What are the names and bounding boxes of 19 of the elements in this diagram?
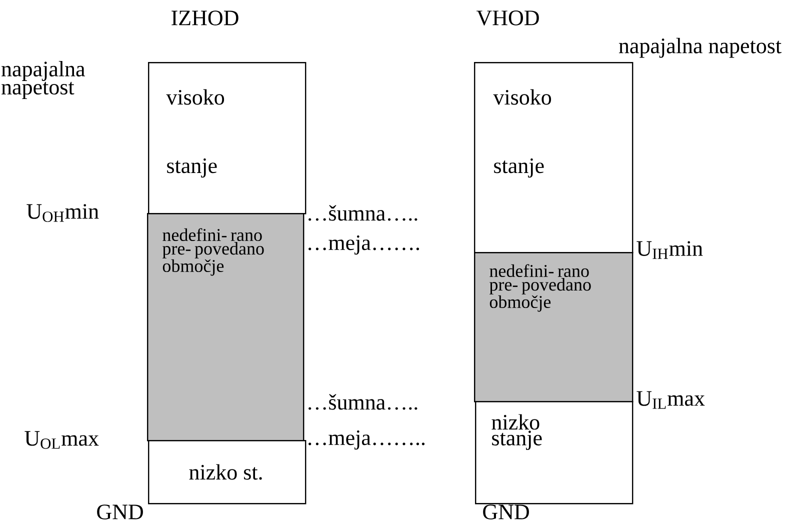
level-label: …meja……. (308, 235, 420, 255)
level-label: napajalna napetost (618, 38, 782, 58)
level-label: napajalna napetost (2, 61, 86, 99)
level-box: nedefini- rano pre- povedano območje (147, 213, 304, 442)
level-label: IZHOD (172, 10, 238, 26)
level-box: visoko stanje (148, 62, 306, 214)
level-box: nizko stanje (475, 400, 634, 504)
level-box: nedefini- rano pre- povedano območje (474, 252, 634, 402)
level-label: GND (97, 504, 143, 520)
level-label: …šumna….. (308, 394, 418, 410)
level-label: …meja…….. (308, 430, 425, 450)
level-label: U$_{IL}$max (636, 391, 705, 409)
level-label: U$_{OH}$min (26, 204, 99, 222)
level-label: U$_{OL}$max (24, 431, 99, 449)
level-label: …šumna….. (308, 205, 418, 221)
level-box: nizko st. (148, 440, 306, 504)
level-box: visoko stanje (474, 62, 634, 254)
level-label: U$_{IH}$min (636, 241, 703, 259)
level-label: VHOD (476, 10, 539, 26)
